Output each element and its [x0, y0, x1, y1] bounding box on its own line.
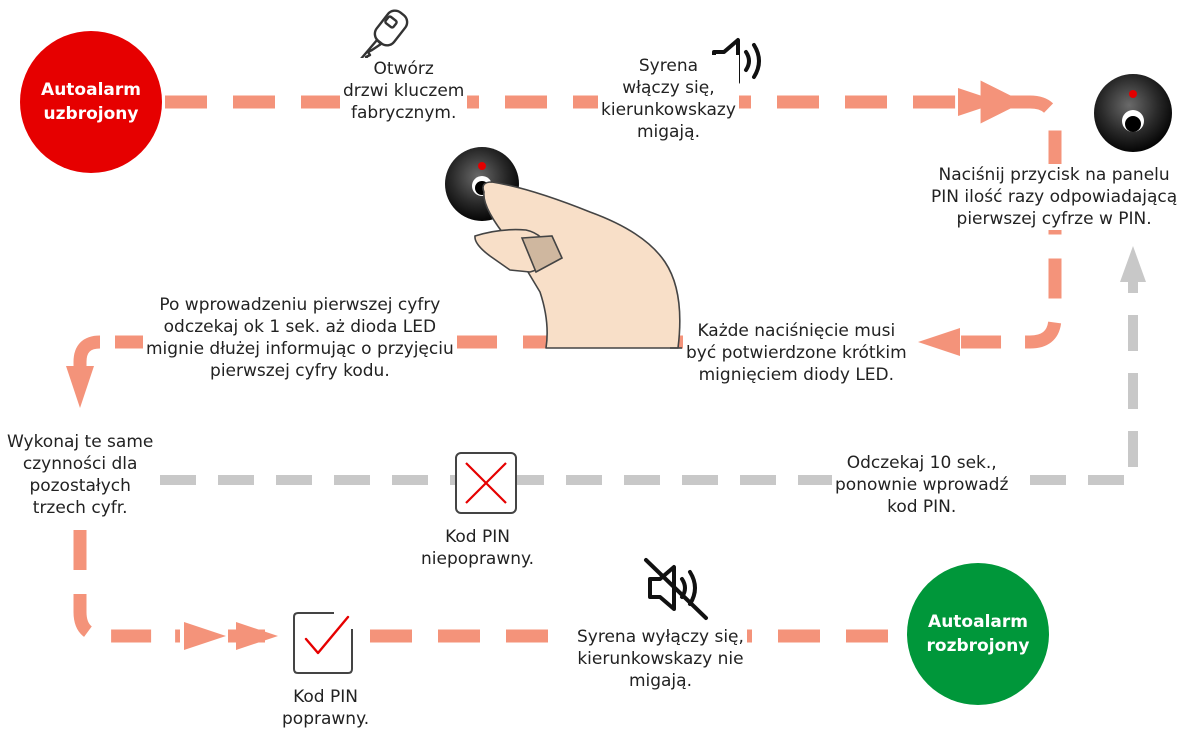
flow-left-column [73, 530, 180, 643]
pin-button-icon [1094, 74, 1172, 152]
speaker-muted-icon [644, 558, 708, 620]
arrowhead-right-1 [184, 622, 226, 650]
step-press-button-line: Naciśnij przycisk na panelu [938, 165, 1170, 185]
result-pin-wrong-line: niepoprawny. [421, 549, 535, 569]
step-first-digit-line: mignie dłużej informując o przyjęciu [146, 339, 454, 359]
result-pin-ok-line: Kod PIN [293, 687, 358, 707]
step-press-button-line: PIN ilość razy odpowiadającą [931, 187, 1178, 207]
step-wait-retry-line: Odczekaj 10 sek., [846, 453, 997, 473]
end-label-line1: Autoalarm [928, 612, 1028, 632]
step-first-digit-line: pierwszej cyfry kodu. [210, 361, 390, 381]
step-confirm-blink-line: Każde naciśnięcie musi [697, 321, 896, 341]
arrowhead-left-mid [918, 328, 960, 356]
finger-pressing-icon [474, 181, 682, 349]
step-first-digit-line: Po wprowadzeniu pierwszej cyfry [159, 295, 441, 315]
step-repeat-line: pozostałych [29, 476, 131, 496]
result-pin-ok-line: poprawny. [282, 709, 370, 729]
result-pin-wrong-line: Kod PIN [445, 527, 510, 547]
end-label-line2: rozbrojony [926, 636, 1030, 656]
step-repeat-line: Wykonaj te same [7, 432, 154, 452]
flow-left-curve [73, 335, 101, 368]
retry-arrowhead [1120, 246, 1146, 282]
step-wait-retry-line: ponownie wprowadź [835, 475, 1009, 495]
step-repeat-line: trzech cyfr. [32, 498, 128, 518]
check-box-icon [293, 612, 353, 674]
step-press-button-line: pierwszej cyfrze w PIN. [956, 209, 1152, 229]
step-siren-off-line: Syrena wyłączy się, [577, 627, 744, 647]
step-confirm-blink-line: być potwierdzone krótkim [686, 343, 907, 363]
step-wait-retry-line: kod PIN. [887, 497, 957, 517]
start-node-armed: Autoalarm uzbrojony [20, 31, 162, 173]
step-open-door-line: drzwi kluczem [343, 81, 465, 101]
arrowhead-top [958, 88, 1000, 116]
step-siren-on-line: Syrena [638, 56, 699, 76]
start-label-line2: uzbrojony [43, 104, 139, 124]
step-siren-off-line: migają. [628, 671, 692, 691]
step-siren-on-line: włączy się, [622, 78, 715, 98]
cross-box-icon [455, 452, 517, 514]
step-open-door-line: Otwórz [373, 59, 434, 79]
step-first-digit-line: odczekaj ok 1 sek. aż dioda LED [163, 317, 437, 337]
arrowhead-right-2 [236, 622, 278, 650]
step-siren-off-line: kierunkowskazy nie [577, 649, 744, 669]
step-siren-on-line: migają. [636, 122, 700, 142]
step-confirm-blink-line: mignięciem diody LED. [698, 365, 895, 385]
step-open-door-line: fabrycznym. [351, 103, 457, 123]
arrowhead-down [66, 366, 94, 408]
step-repeat-line: czynności dla [22, 454, 138, 474]
step-siren-on-line: kierunkowskazy [601, 100, 736, 120]
start-label-line1: Autoalarm [41, 80, 141, 100]
end-node-disarmed: Autoalarm rozbrojony [907, 563, 1049, 705]
